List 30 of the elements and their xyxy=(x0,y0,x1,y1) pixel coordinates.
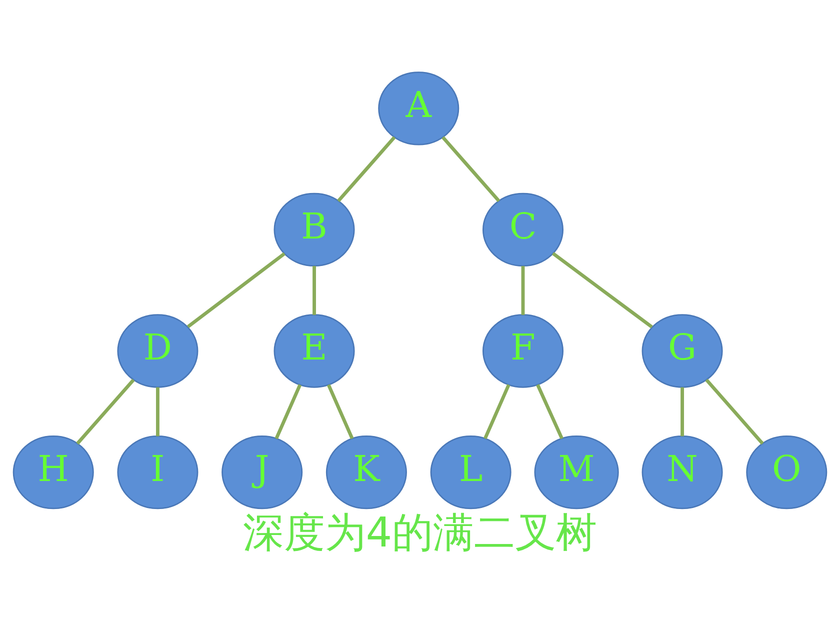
node-circle: G xyxy=(642,314,723,388)
node-circle: B xyxy=(274,192,355,266)
node-circle: H xyxy=(12,434,94,509)
connector xyxy=(552,251,653,328)
node-circle: D xyxy=(117,314,198,388)
node-circle: L xyxy=(430,434,512,509)
node-circle: O xyxy=(746,434,828,509)
node-circle: F xyxy=(482,314,564,388)
node-circle: A xyxy=(378,71,460,145)
node-ellipse: M xyxy=(534,434,619,509)
connector xyxy=(274,384,302,439)
connector xyxy=(442,136,500,202)
connector xyxy=(521,266,525,314)
connector xyxy=(156,386,160,436)
node-circle: C xyxy=(482,192,564,266)
node-circle: K xyxy=(326,434,407,509)
node-circle: I xyxy=(117,434,198,509)
connector xyxy=(483,384,510,439)
connector xyxy=(312,266,316,314)
connector xyxy=(536,384,564,439)
connector xyxy=(337,136,396,202)
connector xyxy=(326,384,354,439)
connector xyxy=(76,378,135,444)
caption: 深度为4的满二叉树 xyxy=(242,508,598,556)
connector xyxy=(705,378,764,444)
node-circle: E xyxy=(274,314,355,388)
connector xyxy=(186,252,286,328)
node-circle: N xyxy=(642,434,723,509)
connector xyxy=(680,386,684,436)
node-circle: J xyxy=(222,434,303,509)
